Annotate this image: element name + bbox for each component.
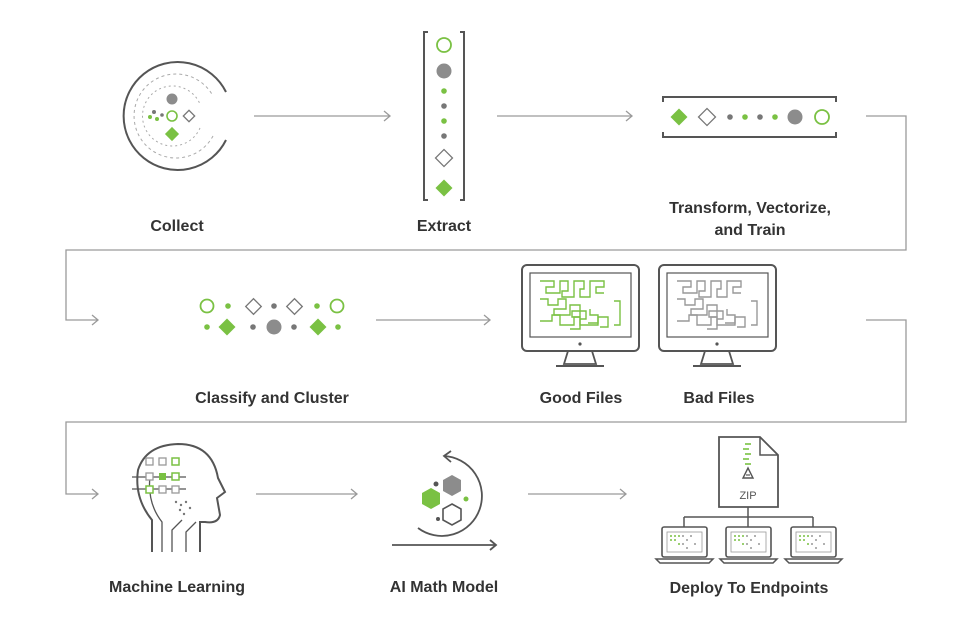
label-classify: Classify and Cluster <box>195 390 349 407</box>
machine-learning-head-icon <box>132 442 227 552</box>
label-deploy: Deploy To Endpoints <box>669 580 829 597</box>
good-files-maze <box>540 280 621 330</box>
classify-icon <box>199 297 345 336</box>
arrow-collect-to-extract <box>254 110 392 122</box>
zip-label: ZIP <box>739 490 756 502</box>
endpoint-laptop-icon <box>718 526 779 564</box>
endpoint-laptop-icon <box>654 526 715 564</box>
bad-files-maze <box>677 280 758 330</box>
connector-row2-to-row3 <box>65 319 907 500</box>
zip-file-icon: ZIP <box>718 436 779 508</box>
label-ai-math-model: AI Math Model <box>389 579 499 596</box>
collect-icon <box>122 61 227 171</box>
arrow-extract-to-transform <box>497 110 634 122</box>
label-machine-learning: Machine Learning <box>108 579 246 596</box>
endpoint-laptop-icon <box>783 526 844 564</box>
label-bad-files: Bad Files <box>683 390 755 407</box>
arrow-classify-to-files <box>376 314 492 326</box>
arrow-ml-to-model <box>256 488 359 500</box>
extract-icon <box>423 31 465 201</box>
transform-icon <box>662 96 837 138</box>
label-extract: Extract <box>416 218 472 235</box>
flow-connectors <box>65 110 907 500</box>
good-files-monitor-icon <box>521 264 640 367</box>
bad-files-monitor-icon <box>658 264 777 367</box>
label-transform: Transform, Vectorize, and Train <box>669 200 831 239</box>
arrow-model-to-deploy <box>528 488 628 500</box>
ai-math-model-icon <box>392 450 498 551</box>
deploy-tree-lines <box>683 507 814 527</box>
label-good-files: Good Files <box>539 390 623 407</box>
connector-row1-to-row2 <box>65 115 907 326</box>
label-collect: Collect <box>150 218 204 235</box>
